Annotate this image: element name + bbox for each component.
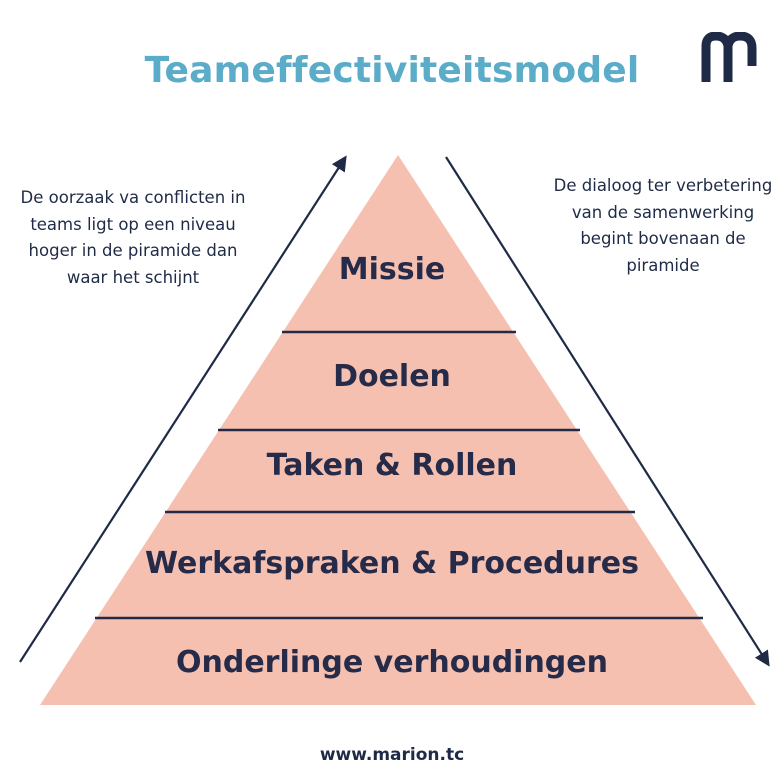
level-label-werkafspraken: Werkafspraken & Procedures: [144, 546, 640, 581]
level-label-missie: Missie: [338, 252, 446, 287]
left-annotation: De oorzaak va conflicten in teams ligt o…: [20, 188, 246, 287]
level-label-doelen: Doelen: [333, 359, 451, 394]
page-title: Teameffectiviteitsmodel: [144, 50, 640, 91]
website-footer: www.marion.tc: [319, 745, 465, 765]
level-label-taken-rollen: Taken & Rollen: [266, 448, 518, 483]
marion-m-logo-icon: [701, 32, 757, 82]
right-annotation: De dialoog ter verbetering van de samenw…: [553, 176, 773, 275]
level-label-verhoudingen: Onderlinge verhoudingen: [176, 645, 608, 680]
up-arrow: [19, 155, 347, 663]
down-arrow: [445, 156, 770, 667]
